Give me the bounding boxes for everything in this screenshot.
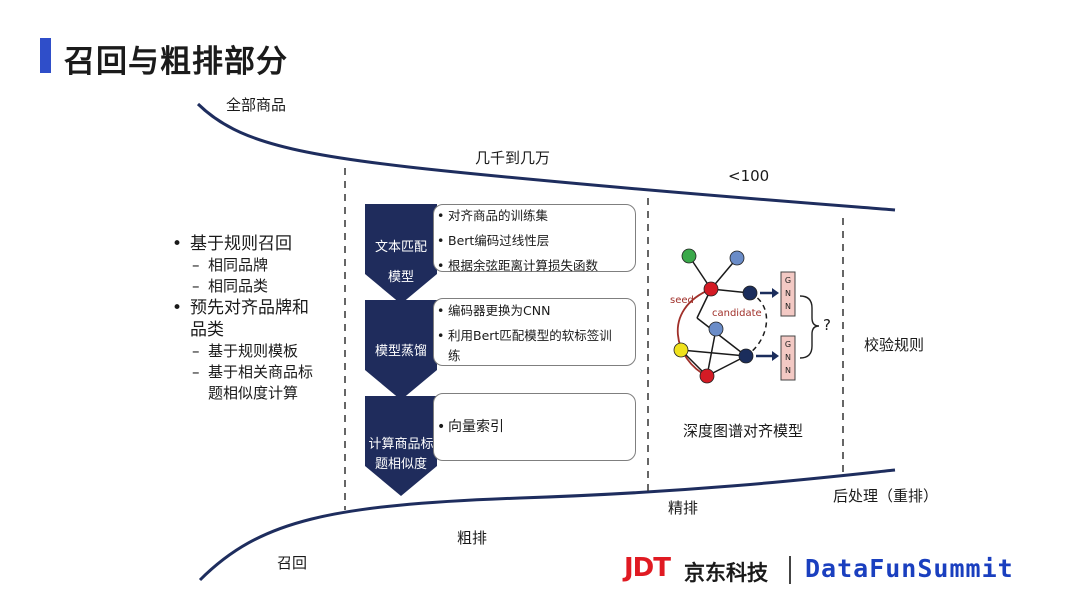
box-distillation-details: 编码器更换为CNN 利用Bert匹配模型的软标签训 练 (433, 298, 636, 366)
label-recall: 召回 (277, 554, 308, 572)
gnn-label-top: GNN (784, 276, 792, 311)
label-seed: seed (670, 295, 694, 306)
list-item: 向量索引 (434, 419, 635, 435)
node-navy-top (742, 285, 758, 301)
list-subitem: –相同品类 (192, 277, 269, 295)
gnn-bracket (799, 295, 820, 359)
arrow-shape-1 (365, 204, 437, 304)
brand-divider (789, 556, 791, 584)
label-candidate: candidate (712, 308, 762, 319)
node-red-top (703, 281, 719, 297)
funnel-top-curve (196, 102, 896, 212)
node-green (681, 248, 697, 264)
list-item: •基于规则召回 (172, 234, 292, 254)
label-question: ? (823, 316, 831, 334)
candidate-link (745, 292, 768, 357)
gnn-label-bottom: GNN (784, 340, 792, 375)
gnn-box-bottom (780, 335, 796, 381)
list-item: 编码器更换为CNN (434, 303, 635, 319)
list-subitem-wrap: 题相似度计算 (208, 384, 299, 402)
label-all-goods: 全部商品 (226, 96, 287, 114)
label-verify-rule: 校验规则 (864, 336, 925, 354)
node-navy-bottom (738, 348, 754, 364)
arrow-label-text-match: 文本匹配 模型 (374, 240, 427, 285)
box-vector-index: 向量索引 (433, 393, 636, 461)
list-subitem: –基于相关商品标 (192, 363, 314, 381)
list-item: 对齐商品的训练集 (434, 208, 635, 224)
graph-caption: 深度图谱对齐模型 (683, 422, 804, 440)
list-item: 利用Bert匹配模型的软标签训 练 (434, 328, 635, 364)
node-red-bottom (699, 368, 715, 384)
seed-curve (676, 288, 712, 377)
jdt-logo: JDT (624, 553, 671, 583)
arrow-shape-3 (365, 396, 437, 496)
arrow-label-distillation: 模型蒸馏 (374, 344, 427, 359)
arrow-shape-2 (365, 300, 437, 400)
list-item-wrap: 品类 (190, 320, 224, 340)
list-item: 根据余弦距离计算损失函数 (434, 258, 635, 274)
gnn-box-top (780, 271, 796, 317)
page-title: 召回与粗排部分 (64, 44, 288, 80)
arrow-label-title-similarity: 计算商品标 题相似度 (368, 437, 434, 472)
list-item: •预先对齐品牌和 (172, 298, 309, 318)
label-post-process: 后处理（重排） (833, 487, 939, 505)
node-blue-mid (708, 321, 724, 337)
node-blue-top (729, 250, 745, 266)
label-thousands: 几千到几万 (475, 149, 551, 167)
list-subitem: –相同品牌 (192, 256, 269, 274)
recall-methods-list: •基于规则召回 –相同品牌 –相同品类 •预先对齐品牌和 品类 –基于规则模板 … (172, 233, 342, 404)
label-coarse-rank: 粗排 (457, 529, 488, 547)
list-item: Bert编码过线性层 (434, 233, 635, 249)
label-under-100: <100 (728, 167, 770, 185)
label-fine-rank: 精排 (668, 499, 699, 517)
box-text-match-details: 对齐商品的训练集 Bert编码过线性层 根据余弦距离计算损失函数 (433, 204, 636, 274)
datafun-summit-logo: DataFunSummit (805, 554, 1014, 583)
brand-name-cn: 京东科技 (684, 561, 768, 585)
title-accent-bar (40, 38, 51, 73)
list-subitem: –基于规则模板 (192, 342, 299, 360)
funnel-bottom-curve (198, 468, 896, 582)
node-yellow (673, 342, 689, 358)
